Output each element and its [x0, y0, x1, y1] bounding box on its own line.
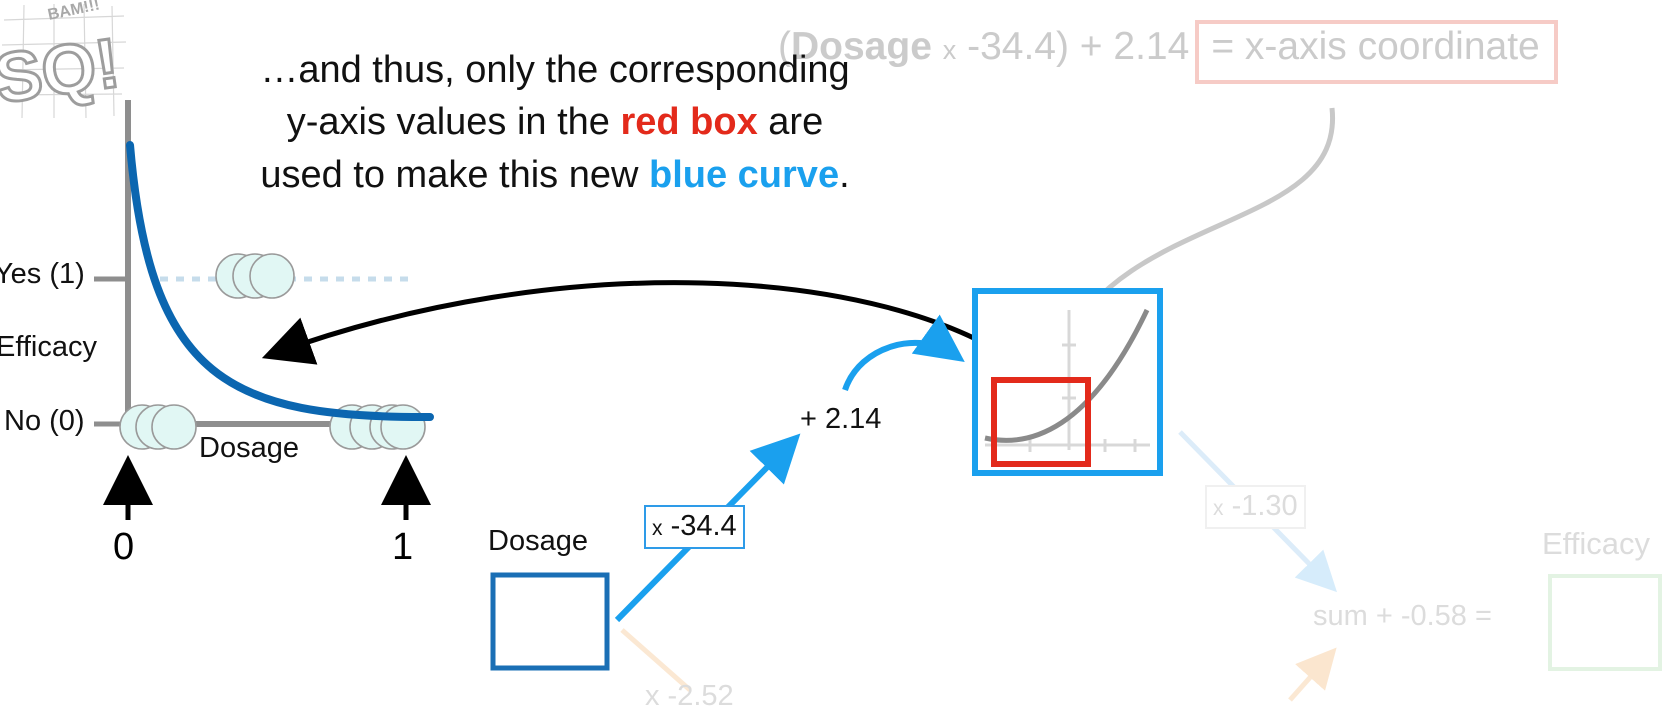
y-axis-label: Efficacy — [0, 331, 98, 363]
formula-text: (Dosage x -34.4) + 2.14= x-axis coordina… — [778, 20, 1558, 84]
x-mark-1: 1 — [392, 526, 414, 568]
black-curved-arrow — [261, 280, 1024, 369]
caption-red-box: red box — [620, 101, 758, 144]
caption-blue-curve: blue curve — [649, 153, 840, 196]
statquest-logo: BAM!!! SQ! — [0, 0, 127, 119]
faded-weight-label: x -1.30 — [1205, 485, 1306, 529]
faded-output-box — [1548, 574, 1662, 671]
faded-arrow-orange-1 — [620, 628, 692, 692]
formula-dosage: Dosage — [791, 25, 932, 68]
faded-sum-label: sum + -0.58 = — [1313, 600, 1492, 632]
data-point — [151, 404, 197, 450]
y-tick-label-no: No (0) — [4, 405, 85, 437]
formula-result: = x-axis coordinate — [1211, 25, 1540, 68]
blue-curved-arrow — [842, 314, 965, 392]
activation-mini-plot — [972, 288, 1163, 476]
x-axis-label: Dosage — [199, 432, 299, 464]
faded-output-label: Efficacy — [1542, 526, 1650, 561]
data-point — [380, 404, 426, 450]
input-node-box — [490, 572, 610, 671]
blue-curve — [126, 141, 434, 422]
input-node-label: Dosage — [488, 525, 588, 557]
data-point — [249, 253, 295, 299]
formula-result-box: = x-axis coordinate — [1195, 20, 1558, 84]
weight-value: -34.4 — [670, 510, 737, 542]
formula-rest: -34.4) + 2.14 — [967, 25, 1190, 68]
bias-label: + 2.14 — [800, 403, 882, 435]
weight-times: x — [652, 517, 663, 540]
y-tick-label-yes: Yes (1) — [0, 258, 85, 290]
faded-weight-label-2: x -2.52 — [645, 680, 734, 712]
formula-times: x — [942, 35, 957, 65]
caption: …and thus, only the corresponding y-axis… — [260, 49, 850, 196]
x-mark-0: 0 — [113, 526, 135, 568]
logo-sq-text: SQ! — [0, 23, 124, 118]
faded-arrow-orange-2 — [1288, 647, 1337, 702]
weight-label: x -34.4 — [644, 505, 745, 549]
mini-plot-red-box — [991, 377, 1091, 467]
